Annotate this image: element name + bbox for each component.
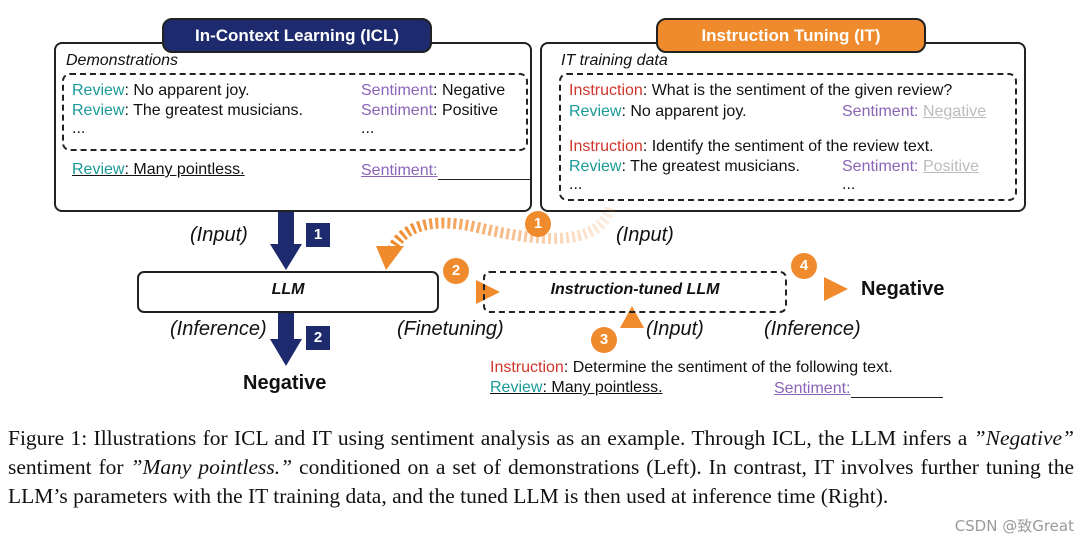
it-ellipsis-right: ... [842, 176, 856, 193]
step-circle-4: 4 [791, 253, 817, 279]
icl-title: In-Context Learning (ICL) [162, 18, 432, 53]
llm-box [137, 271, 439, 313]
arrow-llm-output [270, 311, 302, 366]
icl-panel [54, 42, 532, 212]
it-instruction-2: Instruction: Identify the sentiment of t… [569, 138, 934, 155]
icl-demo-sentiment-2: Sentiment: Positive [361, 102, 498, 119]
it-data-box [559, 73, 1017, 201]
test-sentiment: Sentiment: [774, 379, 943, 398]
demonstrations-heading: Demonstrations [66, 52, 179, 69]
input-label-right: (Input) [616, 224, 674, 246]
arrow-input-up [620, 306, 644, 356]
it-data-heading: IT training data [561, 52, 668, 69]
step-badge-1: 1 [306, 223, 330, 247]
inference-label-left: (Inference) [170, 318, 267, 340]
inference-label-right: (Inference) [764, 318, 861, 340]
test-instruction: Instruction: Determine the sentiment of … [490, 359, 893, 376]
arrow-inference-right [764, 277, 848, 301]
it-instruction-1: Instruction: What is the sentiment of th… [569, 82, 953, 99]
step-circle-2: 2 [443, 258, 469, 284]
demonstrations-box [62, 73, 528, 151]
it-title: Instruction Tuning (IT) [656, 18, 926, 53]
llm-label: LLM [271, 281, 305, 298]
icl-demo-review-2: Review: The greatest musicians. [72, 102, 303, 119]
icl-query-review: Review: Many pointless. [72, 161, 245, 178]
watermark: CSDN @致Great [954, 517, 1074, 535]
figure-caption: Figure 1: Illustrations for ICL and IT u… [8, 426, 1074, 508]
icl-ellipsis-right: ... [361, 120, 375, 137]
it-ellipsis-left: ... [569, 176, 583, 193]
it-review-2: Review: The greatest musicians. [569, 158, 800, 175]
step-circle-1: 1 [525, 211, 551, 237]
it-sentiment-2: Sentiment: Positive [842, 158, 979, 175]
input-label-left: (Input) [190, 224, 248, 246]
finetuning-label: (Finetuning) [397, 318, 504, 340]
flow-arrows [270, 206, 848, 366]
test-review: Review: Many pointless. [490, 379, 663, 396]
arrow-input-llm [270, 212, 302, 270]
step-badge-2: 2 [306, 326, 330, 350]
it-llm-box [483, 271, 787, 313]
icl-ellipsis-left: ... [72, 120, 86, 137]
input-label-bottom: (Input) [646, 318, 704, 340]
it-llm-label: Instruction-tuned LLM [550, 281, 720, 298]
icl-query-sentiment: Sentiment: [361, 161, 530, 180]
arrow-it-data-to-llm [376, 206, 616, 270]
icl-demo-sentiment-1: Sentiment: Negative [361, 82, 506, 99]
output-negative-left: Negative [243, 372, 327, 394]
it-review-1: Review: No apparent joy. [569, 103, 747, 120]
arrow-finetuning [408, 280, 500, 304]
icl-demo-review-1: Review: No apparent joy. [72, 82, 250, 99]
output-negative-right: Negative [861, 278, 945, 300]
step-circle-3: 3 [591, 327, 617, 353]
it-sentiment-1: Sentiment: Negative [842, 103, 987, 120]
